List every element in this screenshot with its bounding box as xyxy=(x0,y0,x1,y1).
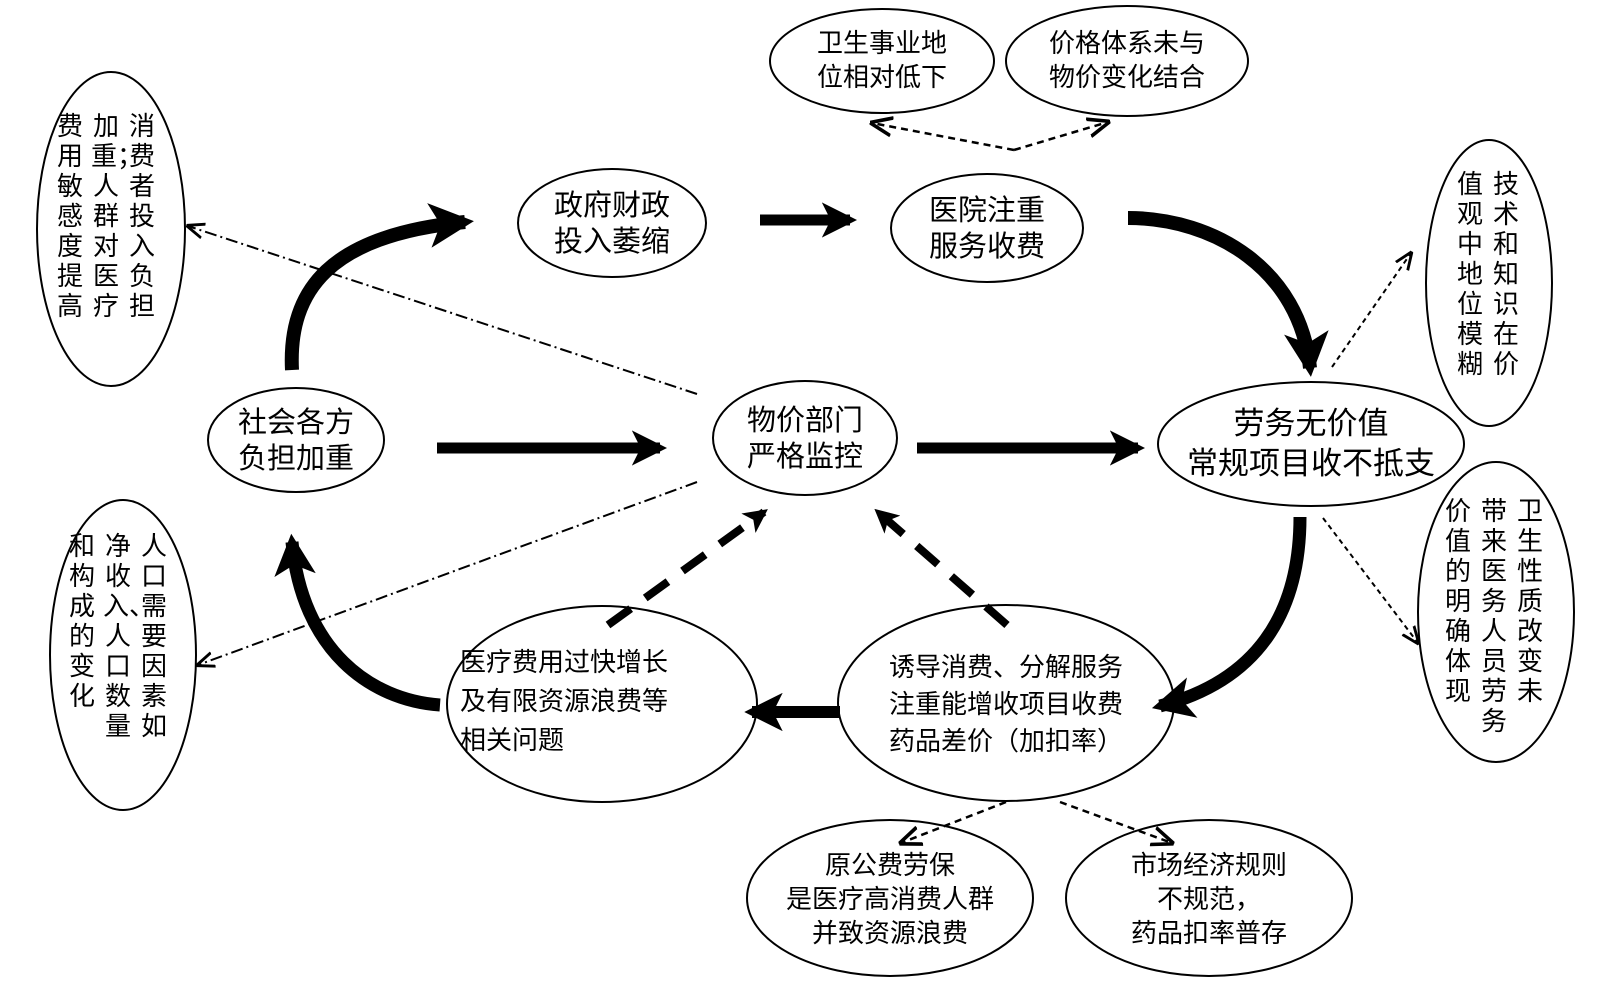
node-health-status-line-2: 位相对低下 xyxy=(816,63,947,93)
node-gov: 政府财政 投入萎缩 xyxy=(518,178,706,268)
node-price-system-line-2: 物价变化结合 xyxy=(1048,63,1205,93)
arrow-induce-to-market xyxy=(1059,800,1172,843)
node-tech-value-col-1: 技术和知识在价 xyxy=(1492,170,1519,380)
arrow-hospital-to-price-system xyxy=(1013,122,1108,152)
arrow-induce-to-price xyxy=(874,508,1010,629)
arrow-labor-to-health-nature xyxy=(1322,517,1418,643)
node-population-col-2: 净收入、人口数量 xyxy=(103,532,156,742)
node-health-nature-ellipse xyxy=(1417,461,1575,763)
node-price-dept-ellipse xyxy=(712,380,898,496)
node-public-fee-line-3: 并致资源浪费 xyxy=(811,919,968,949)
arrow-price-to-consumer xyxy=(188,226,698,395)
node-medical-cost: 医疗费用过快增长 及有限资源浪费等 相关问题 xyxy=(460,645,710,760)
node-price-dept: 物价部门 严格监控 xyxy=(713,393,897,483)
node-health-nature: 卫生性质改变未 带来医务人员劳务 价值的明确体现 xyxy=(1443,497,1545,737)
node-tech-value-col-2: 值观中地位模糊 xyxy=(1456,170,1483,380)
node-price-system-line-1: 价格体系未与 xyxy=(1048,29,1205,59)
node-gov-ellipse xyxy=(517,168,707,278)
node-hospital-ellipse xyxy=(890,173,1084,283)
node-society: 社会各方 负担加重 xyxy=(208,395,384,485)
node-labor-line-1: 劳务无价值 xyxy=(1233,406,1389,442)
node-consumer-col-1: 消费者投入负担 xyxy=(128,112,155,322)
node-medical-cost-line-2: 及有限资源浪费等 xyxy=(460,687,669,717)
node-society-line-2: 负担加重 xyxy=(237,441,354,475)
arrow-hospital-to-labor xyxy=(1127,211,1329,377)
node-price-dept-line-2: 严格监控 xyxy=(746,439,863,473)
node-population: 人口需要因素如 净收入、人口数量 和构成的变化 xyxy=(67,532,169,742)
node-labor-ellipse xyxy=(1157,381,1465,507)
node-induce-line-3: 药品差价（加扣率） xyxy=(888,726,1123,757)
node-population-col-3: 和构成的变化 xyxy=(68,532,95,712)
node-hospital-line-2: 服务收费 xyxy=(928,229,1045,263)
node-hospital-line-1: 医院注重 xyxy=(928,193,1045,227)
node-consumer-col-2: 加重；人群对医疗 xyxy=(91,112,144,322)
node-society-line-1: 社会各方 xyxy=(237,405,354,439)
arrow-labor-to-induce xyxy=(1151,516,1307,718)
arrow-medical-to-price xyxy=(605,508,768,629)
node-population-col-1: 人口需要因素如 xyxy=(140,532,167,742)
node-consumer-col-3: 费用敏感度提高 xyxy=(56,112,83,322)
arrow-medical-to-society xyxy=(274,533,441,712)
node-induce-line-1: 诱导消费、分解服务 xyxy=(888,652,1123,683)
node-consumer: 消费者投入负担 加重；人群对医疗 费用敏感度提高 xyxy=(55,112,157,322)
node-health-status-ellipse xyxy=(769,8,995,114)
node-market-line-3: 药品扣率普存 xyxy=(1130,919,1287,949)
node-public-fee-ellipse xyxy=(746,819,1034,977)
arrow-hospital-to-health-status xyxy=(872,123,1015,152)
node-society-ellipse xyxy=(207,387,385,493)
node-health-status: 卫生事业地 位相对低下 xyxy=(770,20,994,102)
arrow-society-to-gov xyxy=(284,203,474,371)
node-market-line-2: 不规范， xyxy=(1156,885,1261,915)
node-public-fee: 原公费劳保 是医疗高消费人群 并致资源浪费 xyxy=(748,848,1032,952)
node-market-ellipse xyxy=(1065,819,1353,977)
node-induce: 诱导消费、分解服务 注重能增收项目收费 药品差价（加扣率） xyxy=(840,650,1172,760)
node-medical-cost-line-3: 相关问题 xyxy=(460,726,565,756)
arrow-price-to-population xyxy=(198,481,698,665)
node-public-fee-line-2: 是医疗高消费人群 xyxy=(785,885,994,915)
node-hospital: 医院注重 服务收费 xyxy=(891,183,1083,273)
node-price-system-ellipse xyxy=(1005,5,1249,117)
node-health-nature-col-3: 价值的明确体现 xyxy=(1444,497,1471,707)
node-public-fee-line-1: 原公费劳保 xyxy=(824,851,955,881)
node-health-nature-col-2: 带来医务人员劳务 xyxy=(1480,497,1507,737)
node-medical-cost-line-1: 医疗费用过快增长 xyxy=(460,648,669,678)
node-market: 市场经济规则 不规范， 药品扣率普存 xyxy=(1067,848,1351,952)
node-gov-line-2: 投入萎缩 xyxy=(553,224,670,258)
node-price-system: 价格体系未与 物价变化结合 xyxy=(1006,20,1248,102)
node-tech-value: 技术和知识在价 值观中地位模糊 xyxy=(1455,170,1521,380)
node-labor: 劳务无价值 常规项目收不抵支 xyxy=(1158,399,1464,489)
arrow-induce-to-public-fee xyxy=(901,800,1007,843)
arrow-labor-to-tech-value xyxy=(1331,253,1411,368)
node-induce-line-2: 注重能增收项目收费 xyxy=(888,689,1123,720)
node-market-line-1: 市场经济规则 xyxy=(1130,851,1287,881)
node-health-nature-col-1: 卫生性质改变未 xyxy=(1516,497,1543,707)
node-tech-value-ellipse xyxy=(1425,139,1553,427)
node-health-status-line-1: 卫生事业地 xyxy=(816,29,947,59)
node-price-dept-line-1: 物价部门 xyxy=(746,403,863,437)
node-gov-line-1: 政府财政 xyxy=(553,188,670,222)
node-labor-line-2: 常规项目收不抵支 xyxy=(1187,446,1435,482)
